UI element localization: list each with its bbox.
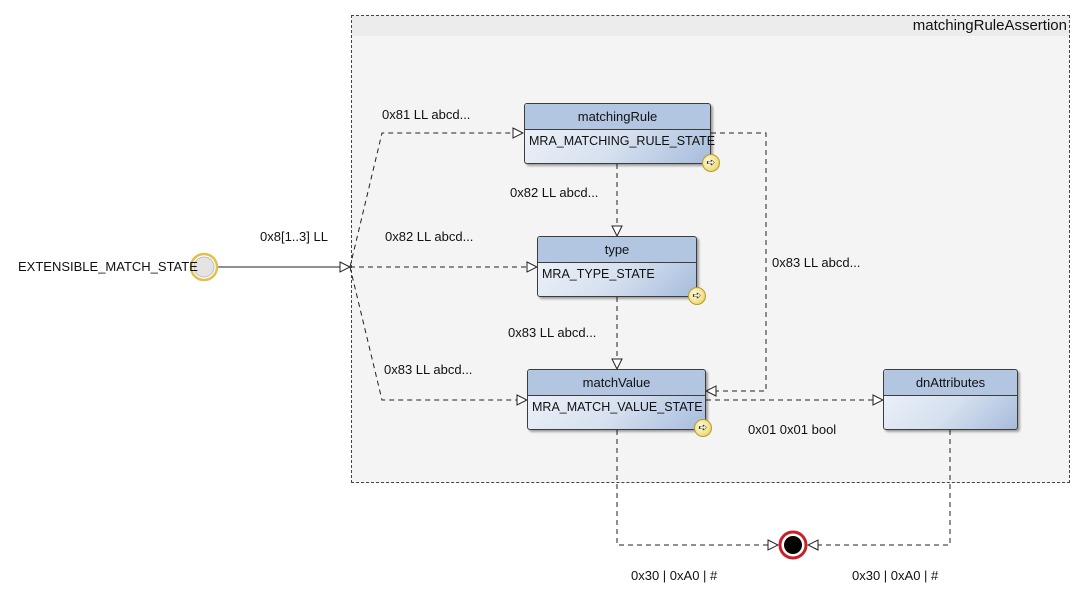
transition-label: 0x83 LL abcd... xyxy=(508,325,597,340)
submachine-icon[interactable]: ➪ xyxy=(688,287,706,305)
state-name: type xyxy=(538,237,696,263)
transition-label: 0x82 LL abcd... xyxy=(385,229,474,244)
state-dn-attributes[interactable]: dnAttributes xyxy=(883,369,1018,430)
state-name: matchingRule xyxy=(525,104,710,130)
edge-matching-rule-to-match-value[interactable] xyxy=(706,132,767,391)
edge-match-value-to-final[interactable] xyxy=(616,430,778,545)
transition-label: 0x8[1..3] LL xyxy=(260,229,328,244)
composite-state-matching-rule-assertion[interactable]: matchingRuleAssertion xyxy=(351,15,1070,483)
submachine-icon[interactable]: ➪ xyxy=(694,419,712,437)
transition-label: 0x83 LL abcd... xyxy=(384,362,473,377)
transition-label: 0x30 | 0xA0 | # xyxy=(852,568,939,583)
state-name: dnAttributes xyxy=(884,370,1017,396)
initial-state-label: EXTENSIBLE_MATCH_STATE xyxy=(18,259,198,274)
state-body: MRA_MATCHING_RULE_STATE xyxy=(529,134,716,148)
transition-label: 0x82 LL abcd... xyxy=(510,185,599,200)
state-name: matchValue xyxy=(528,370,705,396)
edge-choice-to-match-value[interactable] xyxy=(349,266,527,400)
edge-dn-attributes-to-final[interactable] xyxy=(808,430,951,545)
submachine-icon[interactable]: ➪ xyxy=(702,154,720,172)
transition-label: 0x83 LL abcd... xyxy=(772,255,861,270)
transition-label: 0x30 | 0xA0 | # xyxy=(631,568,718,583)
region-header: matchingRuleAssertion xyxy=(352,16,1069,36)
state-body: MRA_MATCH_VALUE_STATE xyxy=(532,400,703,414)
edge-choice-to-matching-rule[interactable] xyxy=(349,133,523,268)
state-type[interactable]: type MRA_TYPE_STATE ➪ xyxy=(537,236,706,305)
state-body xyxy=(884,396,1017,400)
final-state-node[interactable] xyxy=(778,530,808,560)
transition-label: 0x81 LL abcd... xyxy=(382,107,471,122)
region-title: matchingRuleAssertion xyxy=(912,17,1067,34)
transition-label: 0x01 0x01 bool xyxy=(748,422,837,437)
initial-state-node[interactable] xyxy=(189,252,219,282)
state-match-value[interactable]: matchValue MRA_MATCH_VALUE_STATE ➪ xyxy=(527,369,712,437)
state-matching-rule[interactable]: matchingRule MRA_MATCHING_RULE_STATE ➪ xyxy=(524,103,720,172)
state-body: MRA_TYPE_STATE xyxy=(542,267,655,281)
